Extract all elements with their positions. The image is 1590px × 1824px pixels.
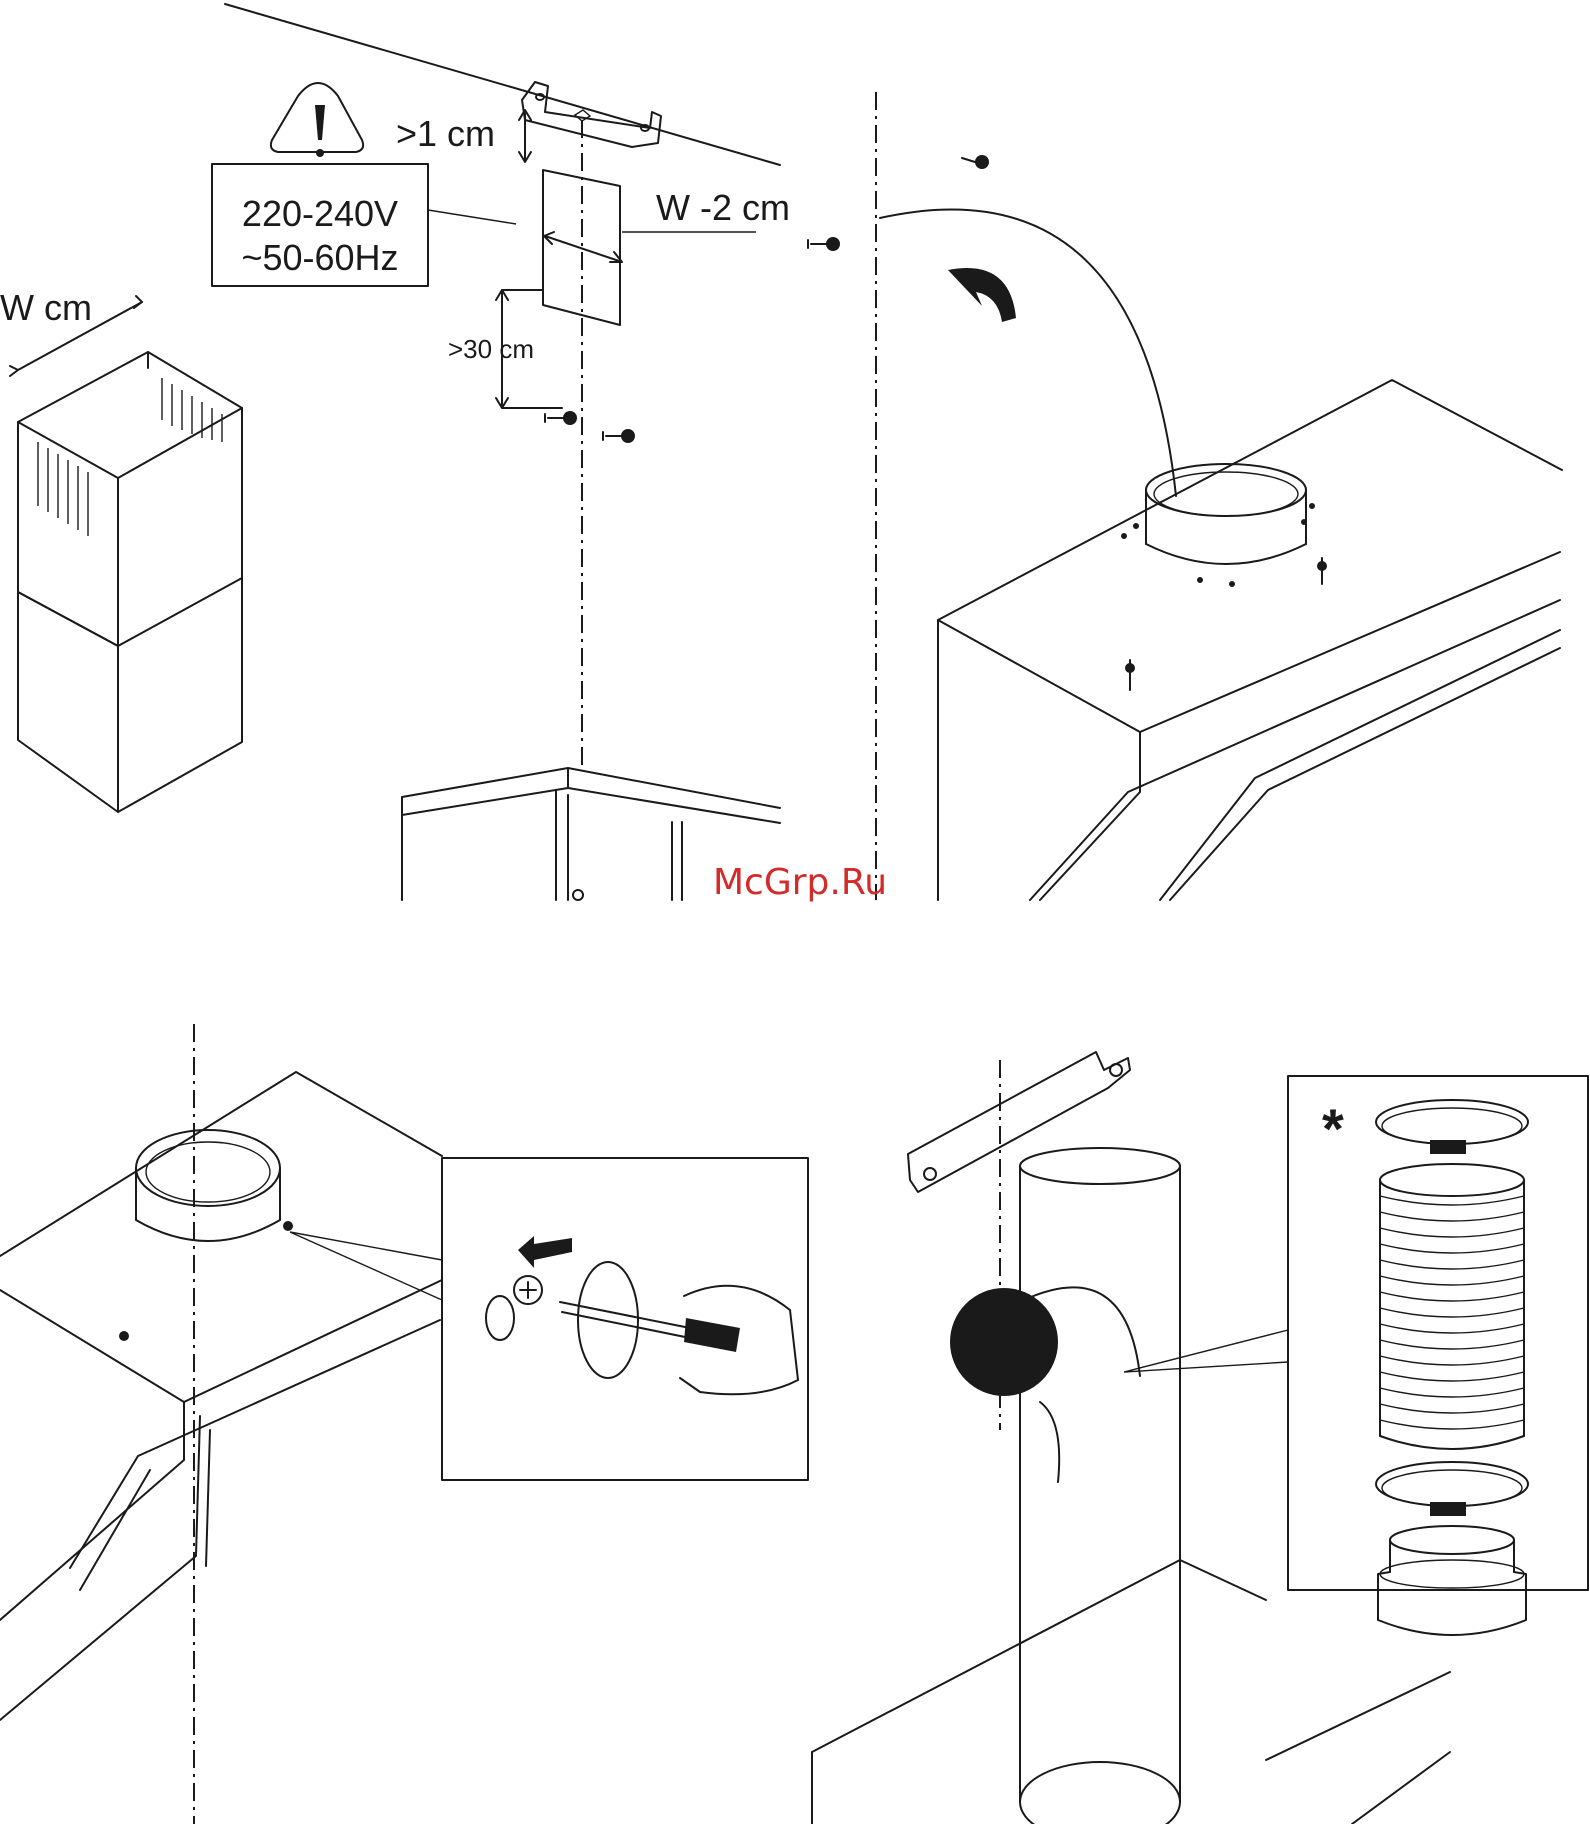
screw-icon — [808, 237, 840, 251]
flexible-hose-icon — [1380, 1164, 1524, 1449]
screw-icon — [603, 429, 635, 443]
screw-icon — [486, 1276, 542, 1340]
watermark: McGrp.Ru — [713, 862, 887, 903]
screwdriver-icon — [560, 1262, 798, 1394]
dim-top-label: >1 cm — [396, 113, 495, 154]
panel-duct-connection: * — [812, 1052, 1588, 1824]
panel-wall-mounting: 220-240V ~50-60Hz >1 cm W -2 cm >30 cm W… — [0, 4, 840, 900]
dim-chimney-label: W cm — [0, 287, 92, 328]
dim-height-label: >30 cm — [448, 334, 534, 364]
arrow-up-icon — [948, 268, 1016, 322]
zoom-callout — [442, 1158, 808, 1480]
ceiling-bracket — [522, 82, 661, 147]
hose-clamp-icon — [1376, 1100, 1528, 1154]
panel-hood-collar — [880, 155, 1562, 900]
screw-icon — [962, 155, 989, 169]
optional-marker: * — [1322, 1097, 1344, 1160]
duct-adapter-icon — [1378, 1526, 1526, 1635]
outlet-collar — [1146, 464, 1306, 564]
dim-width-label: W -2 cm — [656, 187, 790, 228]
frequency-label: ~50-60Hz — [241, 237, 398, 278]
panel-screw-removal — [0, 1024, 808, 1824]
screw-icon — [545, 411, 577, 425]
voltage-label: 220-240V — [242, 193, 398, 234]
chimney-cover: W cm — [0, 287, 242, 812]
hose-clamp-icon — [1376, 1462, 1528, 1516]
arrow-left-icon — [518, 1236, 572, 1268]
